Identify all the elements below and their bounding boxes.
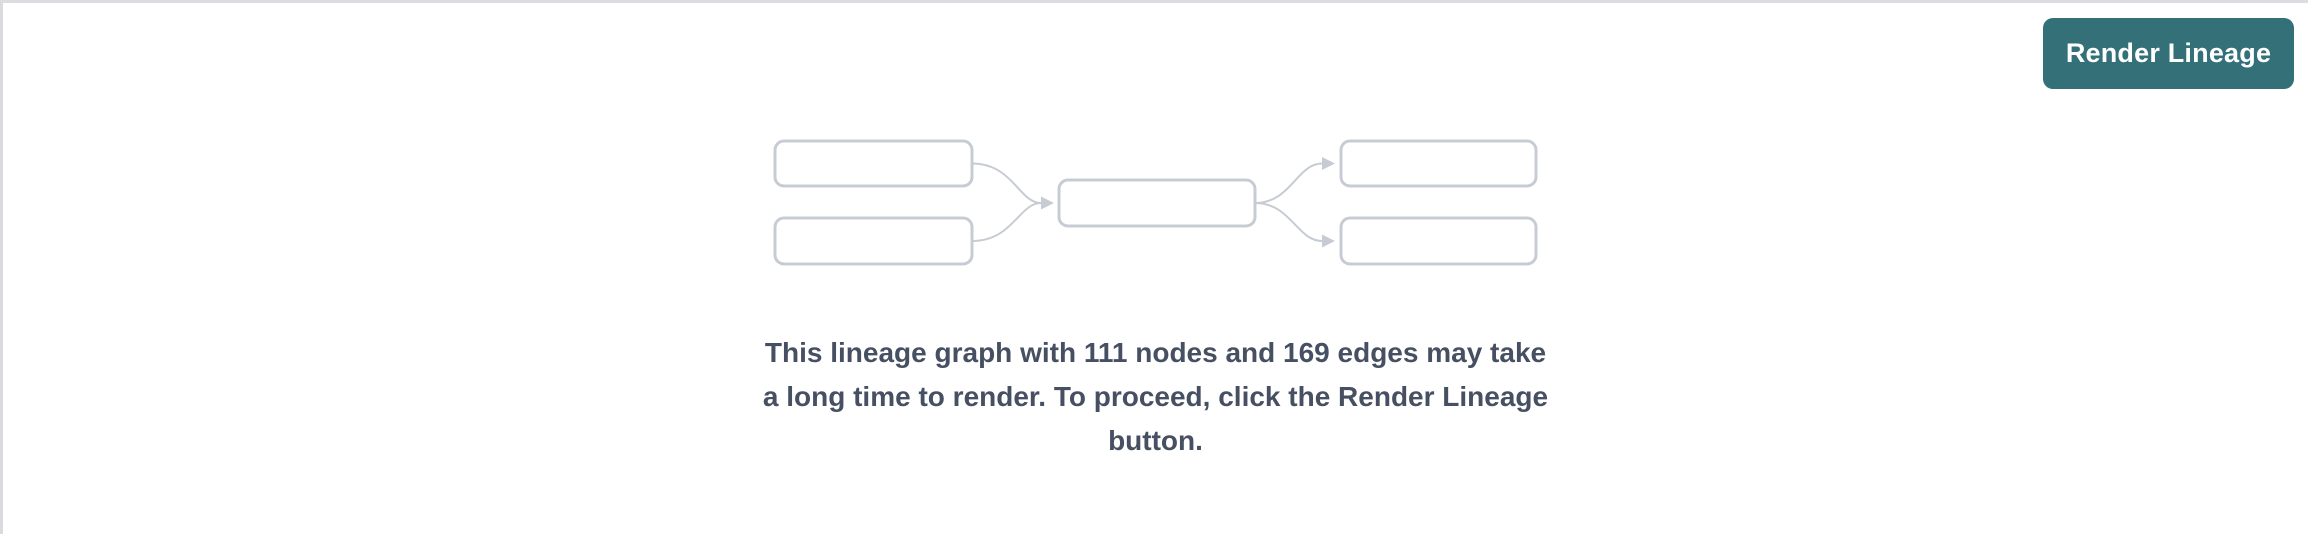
graph-edge bbox=[1254, 202, 1322, 242]
message-line: a long time to render. To proceed, click… bbox=[762, 381, 1549, 412]
graph-edge bbox=[1254, 162, 1322, 204]
render-lineage-button[interactable]: Render Lineage bbox=[2043, 18, 2294, 89]
graph-node bbox=[773, 139, 973, 188]
lineage-placeholder-illustration bbox=[773, 139, 1537, 266]
graph-edge bbox=[971, 162, 1041, 204]
graph-nodes bbox=[773, 139, 1537, 266]
graph-edges bbox=[971, 157, 1335, 248]
message-line: button. bbox=[1108, 425, 1203, 456]
edge-arrowhead-icon bbox=[1040, 196, 1054, 210]
graph-node bbox=[773, 216, 973, 266]
graph-node bbox=[1339, 216, 1537, 266]
graph-node bbox=[1057, 178, 1256, 228]
graph-edge bbox=[971, 202, 1041, 242]
graph-node bbox=[1339, 139, 1537, 188]
edge-arrowhead-icon bbox=[1321, 157, 1335, 170]
render-warning-message: This lineage graph with 111 nodes and 16… bbox=[3, 331, 2308, 463]
message-line: This lineage graph with 111 nodes and 16… bbox=[764, 337, 1547, 368]
edge-arrowhead-icon bbox=[1321, 234, 1335, 248]
